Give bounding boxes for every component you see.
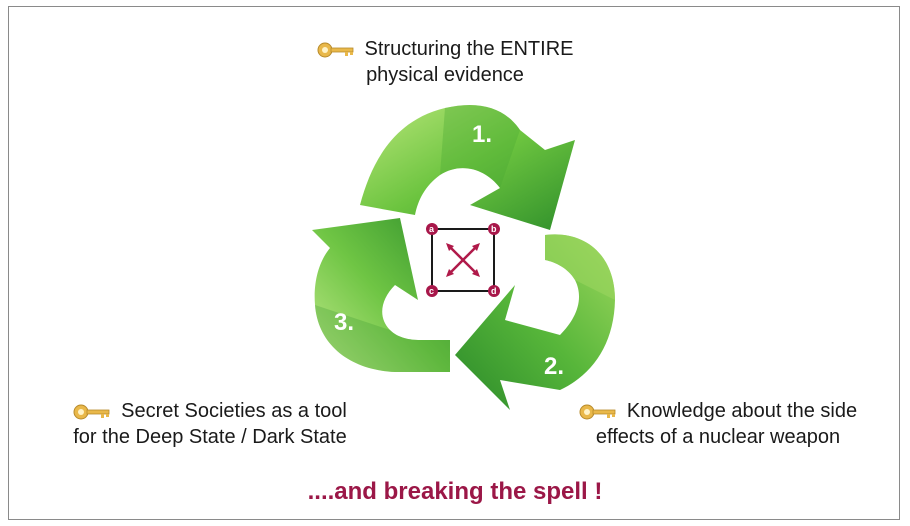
arrow-3: 3. (312, 218, 450, 372)
right-label-line1: Knowledge about the side (626, 400, 858, 422)
label-physical-evidence: Structuring the ENTIRE physical evidence (280, 36, 610, 88)
step-number-2: 2. (544, 353, 564, 380)
key-icon (73, 404, 110, 420)
top-label-line1: Structuring the ENTIRE (364, 38, 574, 60)
corner-c: c (429, 286, 434, 296)
arrow-1: 1. (360, 104, 575, 230)
corner-a: a (429, 224, 435, 234)
step-number-1: 1. (472, 121, 492, 148)
label-secret-societies: Secret Societies as a tool for the Deep … (30, 398, 390, 450)
cross-in-square-icon: a b c d (426, 223, 500, 297)
key-icon (317, 42, 353, 58)
corner-b: b (491, 224, 497, 234)
corner-d: d (491, 286, 497, 296)
left-label-line1: Secret Societies as a tool (121, 400, 347, 422)
top-label-line2: physical evidence (366, 64, 524, 86)
arrow-2: 2. (455, 234, 615, 410)
key-icon (579, 404, 616, 420)
left-label-line2: for the Deep State / Dark State (73, 426, 347, 448)
right-label-line2: effects of a nuclear weapon (595, 426, 841, 448)
step-number-3: 3. (334, 309, 354, 336)
tagline: ....and breaking the spell ! (307, 478, 603, 505)
label-nuclear-knowledge: Knowledge about the side effects of a nu… (548, 398, 888, 450)
